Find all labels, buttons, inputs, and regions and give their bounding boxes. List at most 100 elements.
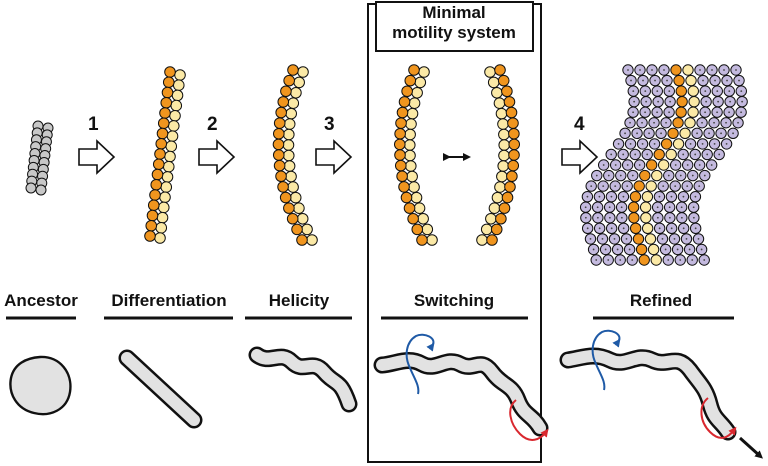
rod-cell-fill	[121, 352, 200, 426]
cream-bead	[293, 202, 305, 214]
purple-bead-dot	[740, 90, 743, 93]
rotation-arrow-icon	[700, 397, 737, 439]
orange-bead	[155, 137, 168, 150]
cream-bead	[285, 170, 297, 183]
purple-bead-dot	[608, 216, 611, 219]
cream-bead	[285, 107, 297, 120]
orange-bead	[508, 127, 520, 140]
filament-structures	[25, 64, 748, 266]
purple-bead-dot	[622, 227, 625, 230]
purple-bead-dot	[620, 206, 623, 209]
orange-bead	[645, 159, 658, 171]
orange-bead	[416, 234, 428, 246]
orange-bead	[162, 76, 175, 89]
purple-bead-dot	[620, 216, 623, 219]
orange-bead	[401, 85, 413, 98]
open-arrow-icon	[78, 139, 116, 175]
orange-bead	[146, 209, 159, 222]
stage-label-helicity: Helicity	[268, 291, 330, 310]
orange-bead	[507, 159, 520, 172]
purple-bead-dot	[682, 153, 685, 156]
purple-bead-dot	[584, 206, 587, 209]
purple-bead-dot	[725, 121, 727, 124]
purple-bead-dot	[741, 100, 744, 103]
orange-bead	[505, 106, 518, 119]
cream-bead	[160, 181, 173, 193]
cream-bead	[645, 180, 657, 192]
stage-label-refined: Refined	[629, 291, 693, 310]
purple-bead-dot	[680, 216, 683, 219]
grey-bead	[25, 182, 37, 194]
purple-bead-dot	[638, 164, 641, 166]
purple-bead-dot	[723, 69, 725, 71]
orange-bead	[296, 234, 308, 246]
cream-bead	[639, 201, 652, 213]
purple-bead-dot	[711, 69, 713, 71]
stage-label-differentiation: Differentiation	[111, 291, 227, 310]
cream-bead	[170, 99, 183, 112]
purple-bead-dot	[716, 90, 719, 93]
cream-bead	[155, 222, 168, 234]
purple-bead-dot	[710, 164, 713, 166]
purple-bead-dot	[641, 142, 644, 145]
purple-bead-dot	[689, 142, 692, 145]
purple-bead-dot	[627, 69, 629, 71]
orange-bead	[272, 149, 285, 161]
rotation-arrow-icon	[509, 399, 549, 441]
cream-bead	[282, 139, 295, 151]
cream-bead	[498, 139, 511, 151]
grey-bead	[35, 184, 47, 196]
cream-bead	[408, 97, 421, 109]
orange-bead	[275, 106, 287, 119]
purple-bead-dot	[740, 111, 743, 114]
purple-bead-dot	[674, 164, 677, 166]
purple-bead-dot	[688, 248, 691, 251]
purple-bead-dot	[624, 132, 626, 135]
orange-bead	[272, 127, 285, 140]
cream-bead	[157, 201, 170, 214]
box-title-line-2: motility system	[392, 23, 516, 42]
purple-bead-dot	[616, 248, 619, 251]
purple-bead-dot	[661, 237, 664, 240]
purple-bead-dot	[717, 100, 720, 103]
cream-bead	[485, 212, 497, 225]
orange-bead	[291, 223, 303, 236]
purple-bead-dot	[586, 227, 589, 230]
purple-bead-dot	[692, 206, 695, 209]
purple-bead-dot	[668, 216, 671, 219]
orange-bead	[287, 64, 299, 76]
cream-bead	[641, 222, 654, 235]
cream-bead	[421, 223, 434, 236]
purple-bead-dot	[718, 153, 721, 156]
purple-bead-dot	[631, 259, 634, 261]
cream-bead	[498, 128, 510, 141]
purple-bead-dot	[680, 206, 683, 209]
purple-bead-dot	[725, 142, 728, 145]
purple-bead-dot	[595, 259, 598, 261]
purple-bead-dot	[653, 121, 655, 124]
purple-bead-dot	[622, 195, 625, 198]
purple-bead-dot	[728, 90, 731, 93]
cream-bead	[169, 109, 181, 122]
cream-bead	[480, 223, 493, 236]
purple-bead-dot	[658, 227, 661, 230]
purple-bead-dot	[657, 100, 660, 103]
purple-bead-dot	[685, 237, 688, 240]
orange-bead	[495, 212, 507, 225]
orange-bead	[629, 222, 642, 235]
purple-bead-dot	[665, 121, 667, 124]
purple-bead-dot	[738, 79, 740, 82]
purple-bead-dot	[670, 227, 673, 230]
purple-bead-dot	[686, 164, 689, 166]
purple-bead-dot	[589, 237, 592, 240]
purple-bead-dot	[704, 90, 707, 93]
purple-bead-dot	[629, 121, 631, 124]
purple-bead-dot	[653, 142, 656, 145]
orange-bead	[283, 74, 295, 87]
purple-bead-dot	[648, 132, 650, 135]
orange-bead	[160, 96, 173, 109]
purple-bead-dot	[634, 153, 637, 156]
purple-bead-dot	[633, 100, 636, 103]
purple-bead-dot	[626, 185, 629, 188]
orange-bead	[273, 159, 286, 172]
